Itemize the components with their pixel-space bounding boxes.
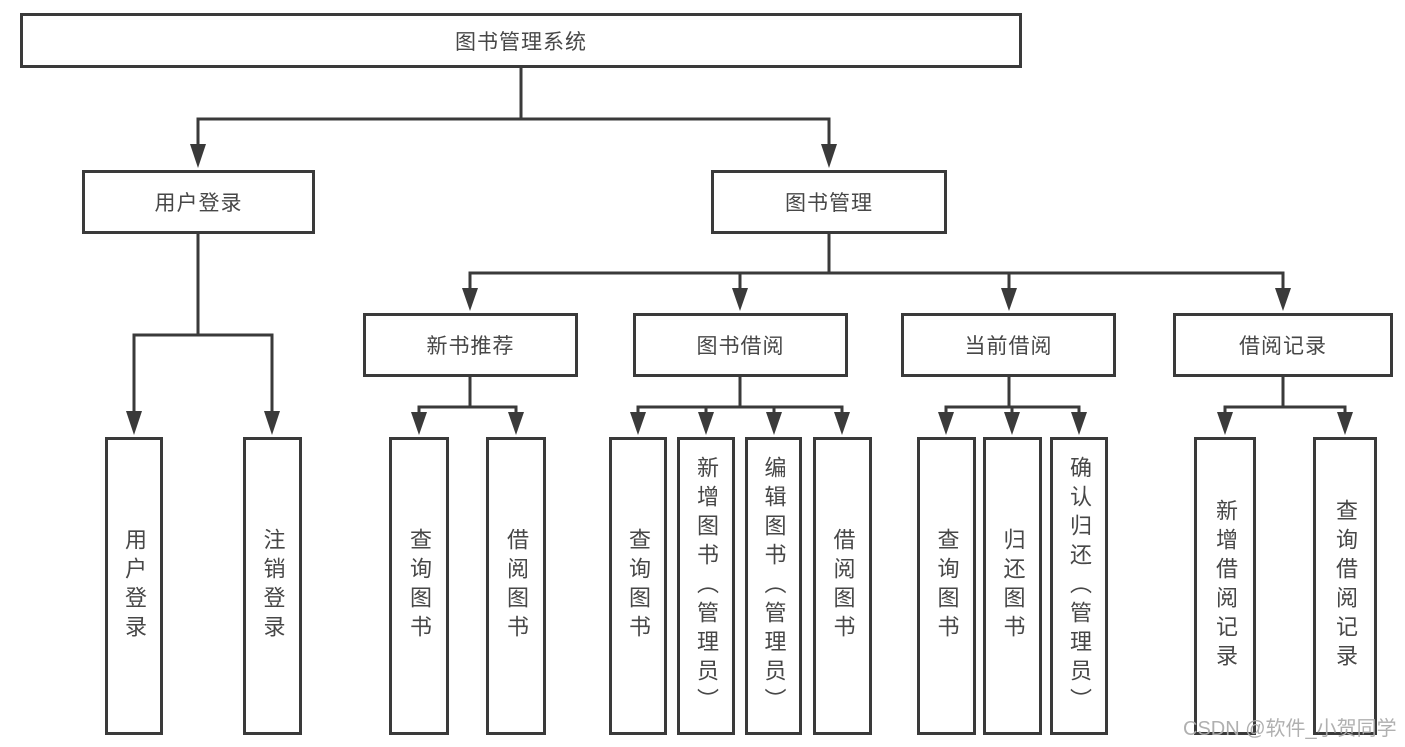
leaf-query-book-current: 查询图书 xyxy=(917,437,976,735)
connector-new-book-rec-to-leaves xyxy=(411,375,524,435)
leaf-edit-book-admin: 编辑图书（管理员） xyxy=(745,437,802,735)
leaf-query-borrow-record: 查询借阅记录 xyxy=(1313,437,1377,735)
node-label: 借阅图书 xyxy=(830,528,856,644)
node-label: 查询图书 xyxy=(934,528,960,644)
connector-current-borrow-to-leaves xyxy=(938,375,1087,435)
node-label: 当前借阅 xyxy=(964,335,1053,358)
node-label: 图书管理系统 xyxy=(455,30,587,54)
node-label: 新增图书（管理员） xyxy=(694,455,719,717)
node-label: 查询借阅记录 xyxy=(1333,499,1358,673)
node-label: 用户登录 xyxy=(154,192,243,215)
leaf-confirm-return-admin: 确认归还（管理员） xyxy=(1050,437,1108,735)
node-label: 图书管理 xyxy=(785,192,873,215)
leaf-borrow-book-recommend: 借阅图书 xyxy=(486,437,546,735)
node-label: 用户登录 xyxy=(122,528,147,644)
leaf-add-borrow-record: 新增借阅记录 xyxy=(1194,437,1256,735)
connector-borrow-records-to-leaves xyxy=(1217,375,1353,435)
leaf-user-login: 用户登录 xyxy=(105,437,163,735)
node-root-library-system: 图书管理系统 xyxy=(20,13,1022,68)
csdn-watermark: CSDN @软件_小贺同学 xyxy=(1183,718,1397,740)
node-book-borrow: 图书借阅 xyxy=(633,313,848,377)
node-label: 查询图书 xyxy=(626,528,651,644)
leaf-query-book-borrow: 查询图书 xyxy=(609,437,667,735)
node-borrow-records: 借阅记录 xyxy=(1173,313,1393,377)
node-user-login: 用户登录 xyxy=(82,170,315,234)
node-label: 编辑图书（管理员） xyxy=(761,455,787,717)
node-label: 查询图书 xyxy=(407,528,432,644)
leaf-query-book-recommend: 查询图书 xyxy=(389,437,449,735)
connector-book-mgmt-to-level3 xyxy=(462,232,1291,311)
node-current-borrow: 当前借阅 xyxy=(901,313,1116,377)
leaf-add-book-admin: 新增图书（管理员） xyxy=(677,437,735,735)
node-label: 图书借阅 xyxy=(696,335,785,358)
node-label: 归还图书 xyxy=(1000,528,1026,644)
connector-book-borrow-to-leaves xyxy=(630,375,850,435)
node-label: 借阅记录 xyxy=(1239,335,1327,358)
connector-root-to-level2 xyxy=(190,66,837,168)
leaf-return-book: 归还图书 xyxy=(983,437,1042,735)
connector-user-login-to-leaves xyxy=(126,231,280,435)
node-new-book-recommend: 新书推荐 xyxy=(363,313,578,377)
node-label: 新增借阅记录 xyxy=(1213,499,1238,673)
leaf-borrow-book: 借阅图书 xyxy=(813,437,872,735)
leaf-logout: 注销登录 xyxy=(243,437,302,735)
node-label: 新书推荐 xyxy=(426,335,515,358)
node-book-management: 图书管理 xyxy=(711,170,947,234)
node-label: 确认归还（管理员） xyxy=(1067,455,1092,717)
node-label: 注销登录 xyxy=(260,528,286,644)
node-label: 借阅图书 xyxy=(504,528,529,644)
